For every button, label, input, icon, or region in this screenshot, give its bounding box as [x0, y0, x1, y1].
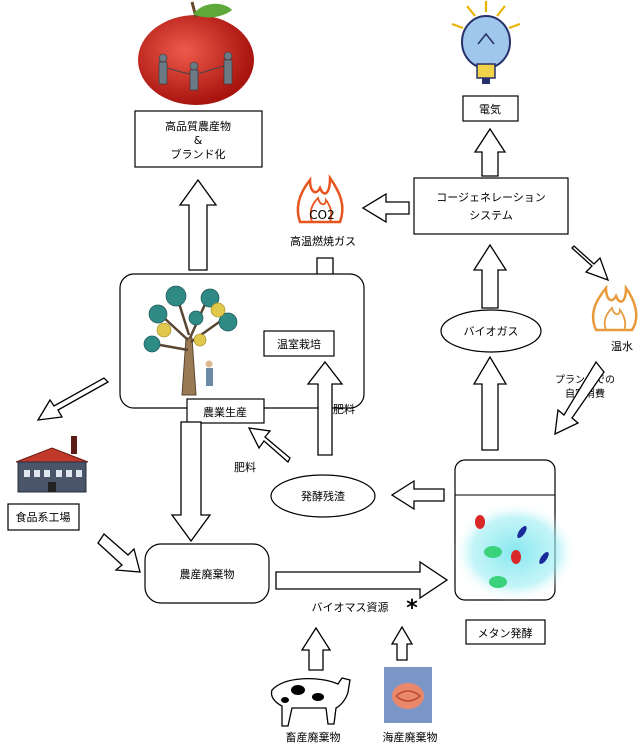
agri-production-box — [186, 398, 265, 424]
arrow-waste-to-methane — [275, 560, 449, 600]
methane-box — [465, 619, 546, 645]
hot-water-label: 温水 — [611, 340, 633, 353]
arrow-production-to-waste — [170, 421, 212, 543]
fertilizer-label-1: 肥料 — [333, 402, 355, 416]
electricity-box — [462, 95, 519, 122]
methane-label: メタン発酵 — [478, 626, 533, 640]
arrow-cogen-to-co2 — [361, 192, 410, 224]
cogeneration-label-line2: システム — [469, 209, 513, 222]
agri-production-label: 農業生産 — [203, 405, 247, 419]
brand-label-line2: & — [194, 134, 203, 147]
apple-people-illustration — [138, 1, 254, 105]
arrow-digestate-to-production — [247, 427, 291, 464]
livestock-waste-label: 畜産廃棄物 — [286, 730, 341, 744]
arrow-production-to-factory — [36, 377, 110, 421]
co2-label: CO2 — [309, 208, 334, 222]
arrow-production-to-brand — [178, 178, 218, 271]
agri-waste-box — [144, 543, 270, 604]
arrow-biogas-to-cogen — [472, 243, 508, 309]
arrow-cogen-to-hot-water — [571, 245, 610, 282]
biogas-node — [440, 309, 542, 353]
brand-label-line1: 高品質農産物 — [165, 119, 231, 133]
arrow-methane-to-biogas — [472, 355, 508, 451]
brand-label-line3: ブランド化 — [171, 147, 226, 161]
marine-icon — [384, 667, 432, 723]
marine-waste-label: 海産廃棄物 — [383, 730, 438, 744]
arrow-factory-to-waste — [97, 533, 141, 573]
arrow-methane-to-digestate — [390, 479, 445, 511]
flame-icon — [296, 174, 344, 224]
arrow-livestock-to-biomass — [300, 626, 332, 671]
agri-waste-label: 農産廃棄物 — [180, 567, 235, 581]
arrow-cogen-to-electricity — [473, 127, 507, 177]
cogeneration-box — [413, 177, 569, 235]
hot-gas-label: 高温燃焼ガス — [290, 234, 356, 248]
greenhouse-box — [263, 330, 335, 357]
greenhouse-label: 温室栽培 — [277, 337, 321, 351]
food-factory-box — [7, 503, 80, 531]
arrow-marine-to-biomass — [390, 625, 414, 661]
fertilizer-label-2: 肥料 — [234, 460, 256, 474]
digestate-label: 発酵残渣 — [301, 489, 345, 503]
biomass-asterisk: * — [406, 596, 418, 621]
food-factory-label: 食品系工場 — [16, 510, 71, 524]
arrow-digestate-to-greenhouse — [306, 360, 344, 456]
biogas-label: バイオガス — [464, 325, 519, 338]
brand-box — [134, 110, 263, 168]
methane-tank — [453, 459, 577, 602]
light-bulb-icon — [451, 1, 521, 84]
hot-water-flame-icon — [591, 284, 638, 332]
cow-icon — [270, 677, 351, 727]
digestate-node — [270, 474, 376, 518]
biomass-label: バイオマス資源 — [312, 600, 389, 614]
tree-illustration — [143, 285, 238, 396]
arrow-hot-water-to-plant — [554, 360, 605, 436]
cogeneration-label-line1: コージェネレーション — [436, 191, 546, 204]
electricity-label: 電気 — [479, 102, 501, 116]
factory-icon — [15, 436, 89, 493]
